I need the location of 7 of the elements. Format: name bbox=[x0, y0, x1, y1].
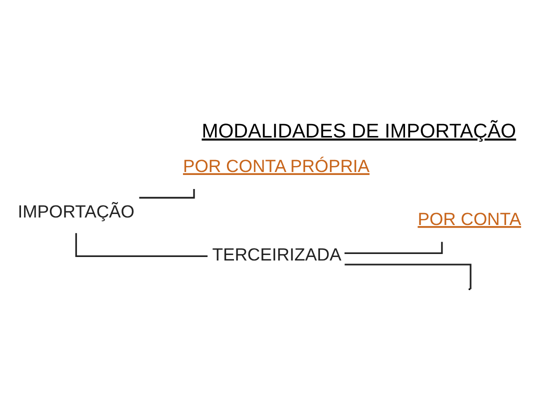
node-text: IMPORTAÇÃO bbox=[18, 201, 134, 222]
connector bbox=[344, 264, 472, 290]
node-text: POR CONTA bbox=[418, 209, 522, 230]
node-text: TERCEIRIZADA bbox=[212, 244, 342, 264]
connector bbox=[75, 233, 208, 257]
diagram-title: MODALIDADES DE IMPORTAÇÃO bbox=[202, 120, 516, 143]
node-text: POR CONTA PRÓPRIA bbox=[183, 156, 370, 176]
